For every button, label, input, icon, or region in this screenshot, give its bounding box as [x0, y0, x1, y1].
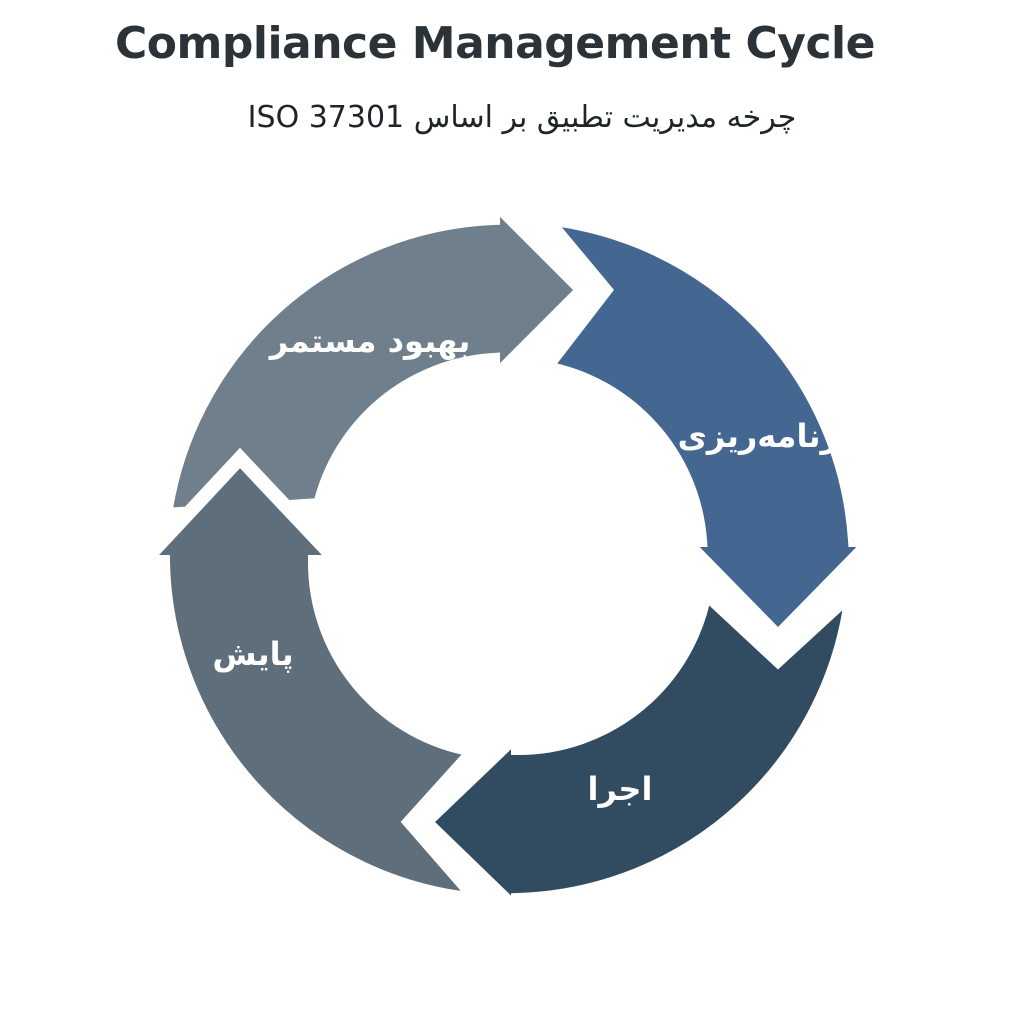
page-subtitle: چرخه مدیریت تطبیق بر اساس ISO 37301	[247, 100, 797, 135]
segment-label-improve: بهبود مستمر	[268, 322, 471, 360]
segment-label-do: اجرا	[588, 770, 653, 808]
segment-improve[interactable]	[156, 183, 593, 523]
segment-label-check: پایش	[212, 635, 293, 673]
page-title: Compliance Management Cycle	[115, 18, 875, 69]
segment-plan[interactable]	[528, 209, 890, 648]
segment-label-plan: برنامه‌ریزی	[678, 417, 853, 455]
segment-check[interactable]	[126, 447, 495, 909]
segment-do[interactable]	[414, 574, 862, 929]
